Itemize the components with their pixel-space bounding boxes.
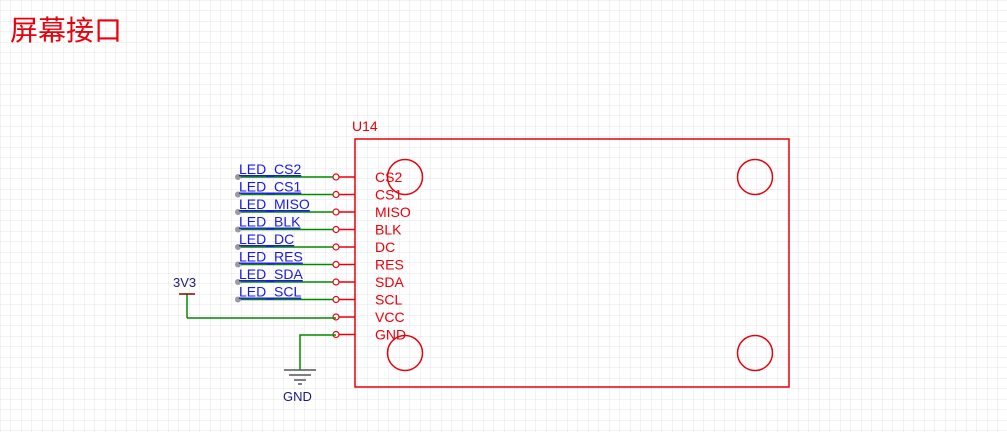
pin-label: RES bbox=[375, 257, 404, 273]
net-led-scl[interactable]: LED_SCL bbox=[235, 284, 333, 303]
pin-cs1[interactable]: CS1 bbox=[332, 187, 402, 203]
pin-label: BLK bbox=[375, 222, 402, 238]
net-led-sda[interactable]: LED_SDA bbox=[235, 266, 333, 285]
net-led-res[interactable]: LED_RES bbox=[235, 249, 333, 268]
net-endpoint bbox=[235, 209, 241, 215]
net-endpoint bbox=[235, 279, 241, 285]
pin-endpoint bbox=[332, 260, 340, 269]
pin-scl[interactable]: SCL bbox=[332, 292, 402, 308]
pin-vcc[interactable]: VCC bbox=[332, 309, 405, 325]
net-label: LED_DC bbox=[239, 231, 294, 247]
net-endpoint bbox=[235, 261, 241, 268]
net-label: LED_CS2 bbox=[239, 161, 301, 177]
net-led-dc[interactable]: LED_DC bbox=[235, 231, 333, 250]
pin-label: GND bbox=[375, 327, 406, 343]
net-led-cs1[interactable]: LED_CS1 bbox=[235, 179, 333, 198]
pin-dc[interactable]: DC bbox=[332, 239, 395, 255]
mounting-hole-top-right bbox=[736, 158, 774, 196]
net-endpoint bbox=[235, 174, 241, 180]
net-label: LED_MISO bbox=[239, 196, 310, 212]
mounting-hole-bottom-right bbox=[736, 334, 774, 372]
pin-gnd[interactable]: GND bbox=[332, 327, 406, 343]
pin-endpoint bbox=[332, 243, 340, 251]
pin-endpoint bbox=[332, 173, 340, 181]
pin-label: MISO bbox=[375, 204, 411, 220]
pin-endpoint bbox=[332, 208, 340, 216]
pin-endpoint bbox=[332, 190, 340, 199]
pin-endpoint bbox=[332, 313, 340, 321]
mounting-hole-bottom-left bbox=[386, 334, 424, 372]
pin-endpoint bbox=[332, 225, 340, 234]
pin-label: CS2 bbox=[375, 169, 402, 185]
vcc-label: 3V3 bbox=[173, 275, 196, 290]
net-label: LED_RES bbox=[239, 249, 303, 265]
gnd-label: GND bbox=[283, 389, 312, 404]
power-gnd[interactable]: GND bbox=[283, 334, 336, 404]
sheet-title: 屏幕接口 bbox=[10, 14, 122, 47]
pin-label: SCL bbox=[375, 292, 402, 308]
power-3v3[interactable]: 3V3 bbox=[173, 275, 336, 319]
net-label: LED_SCL bbox=[239, 284, 301, 300]
pin-endpoint bbox=[332, 295, 340, 304]
pin-label: SDA bbox=[375, 274, 404, 290]
pin-blk[interactable]: BLK bbox=[332, 222, 402, 238]
gnd-wire bbox=[299, 334, 336, 370]
pin-miso[interactable]: MISO bbox=[332, 204, 411, 220]
net-led-blk[interactable]: LED_BLK bbox=[235, 214, 333, 233]
net-label: LED_SDA bbox=[239, 266, 303, 282]
pin-sda[interactable]: SDA bbox=[332, 274, 404, 290]
net-endpoint bbox=[235, 244, 241, 250]
pin-endpoint bbox=[332, 278, 340, 286]
pin-res[interactable]: RES bbox=[332, 257, 404, 273]
component-outline bbox=[354, 138, 790, 388]
component-designator: U14 bbox=[352, 118, 378, 134]
net-led-cs2[interactable]: LED_CS2 bbox=[235, 161, 333, 180]
mounting-hole-top-left bbox=[386, 158, 424, 196]
pin-label: VCC bbox=[375, 309, 405, 325]
net-led-miso[interactable]: LED_MISO bbox=[235, 196, 333, 215]
pin-label: CS1 bbox=[375, 187, 402, 203]
pin-label: DC bbox=[375, 239, 395, 255]
net-label: LED_CS1 bbox=[239, 179, 301, 195]
net-endpoint bbox=[235, 296, 241, 303]
net-endpoint bbox=[235, 226, 241, 233]
net-endpoint bbox=[235, 191, 241, 198]
net-label: LED_BLK bbox=[239, 214, 301, 230]
